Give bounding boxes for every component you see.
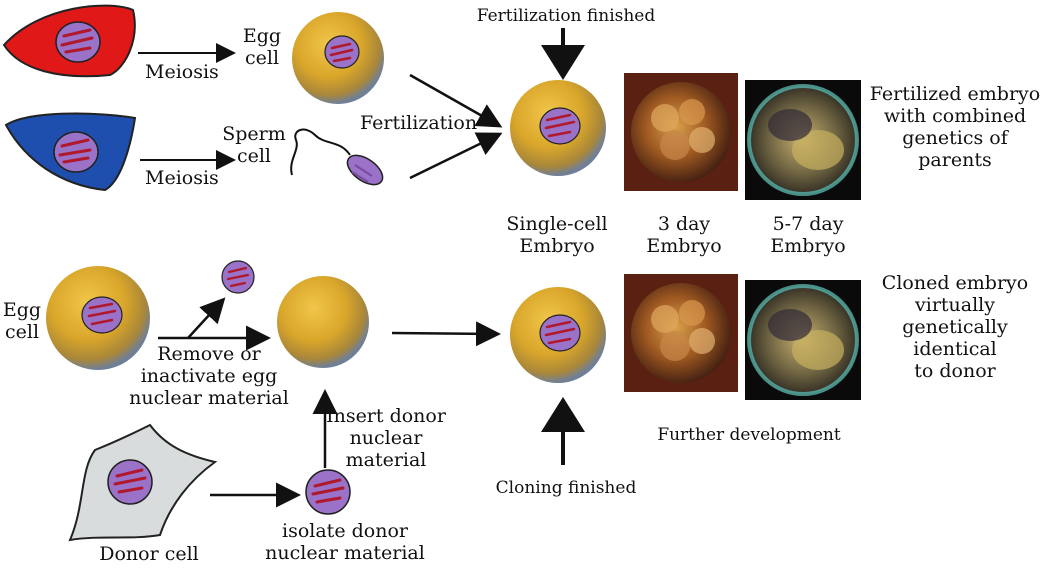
fertilized-embryo-label: Fertilized embryo with combined genetics… [869,83,1041,171]
five-seven-day-embryo-bottom-photo [745,280,861,400]
cloned-embryo-label: Cloned embryo virtually genetically iden… [881,272,1029,382]
further-development-label: Further development [657,425,841,445]
three-day-embryo-top-photo [624,73,738,191]
five-seven-day-embryo-top-photo [745,80,861,200]
fertilization-finished-arrow [541,28,585,80]
male-nucleus [53,131,99,173]
fertilization-arrow-upper [409,73,503,128]
to-cloned-embryo-arrow [391,321,501,347]
remove-or-inactivate-label: Remove or inactivate egg nuclear materia… [129,343,289,409]
donor-nucleus [107,459,153,505]
fertilization-finished-label: Fertilization finished [476,6,656,26]
cloning-finished-arrow [541,397,585,465]
female-nucleus [55,21,101,63]
enucleated-egg-graphic [277,276,369,368]
remove-nucleus-arrow [187,297,226,339]
insert-donor-label: Insert donor nuclear material [326,405,446,471]
cloned-single-cell-graphic [510,287,606,383]
egg-cell-left-graphic [46,266,150,370]
donor-cell-label: Donor cell [99,543,199,565]
single-cell-embryo-top-graphic [510,80,606,176]
egg-cell-top-graphic [292,12,384,104]
removed-nucleus-graphic [221,260,255,294]
meiosis-bottom-label: Meiosis [145,167,219,189]
meiosis-top-label: Meiosis [145,61,219,83]
cloning-finished-label: Cloning finished [495,478,637,498]
fertilization-arrow-lower [409,132,503,180]
fertilization-label: Fertilization [360,112,478,134]
sperm-graphic [290,128,384,186]
isolated-nucleus-graphic [305,469,351,515]
three-day-embryo-bottom-photo [624,274,738,392]
